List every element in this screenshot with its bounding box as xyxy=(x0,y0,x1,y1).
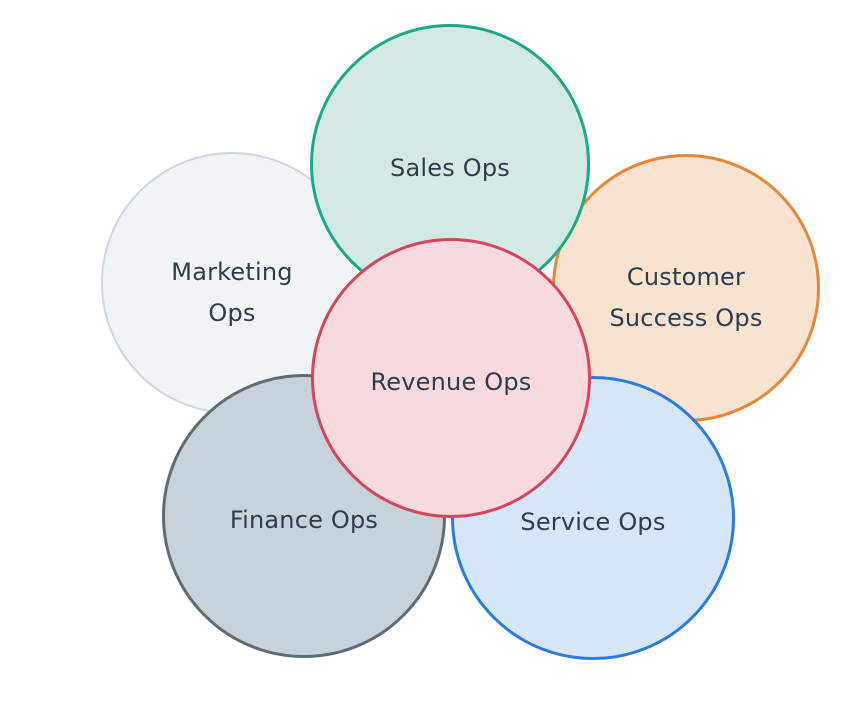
label-line: Revenue Ops xyxy=(370,367,532,396)
marketing-ops-label: Marketing Ops xyxy=(171,252,292,334)
revenue-ops-label: Revenue Ops xyxy=(371,362,532,403)
label-line: Finance Ops xyxy=(229,505,379,534)
label-line: Customer xyxy=(626,263,746,291)
finance-ops-label: Finance Ops xyxy=(230,500,378,541)
customer-success-ops-label: Customer Success Ops xyxy=(609,257,762,339)
label-line: Service Ops xyxy=(520,507,666,536)
label-line: Sales Ops xyxy=(390,153,510,182)
label-line: Ops xyxy=(208,299,256,327)
label-line: Success Ops xyxy=(609,304,763,332)
sales-ops-label: Sales Ops xyxy=(390,148,510,189)
label-line: Marketing xyxy=(171,258,293,286)
circle-revenue-ops: Revenue Ops xyxy=(311,238,591,518)
service-ops-label: Service Ops xyxy=(520,502,665,543)
